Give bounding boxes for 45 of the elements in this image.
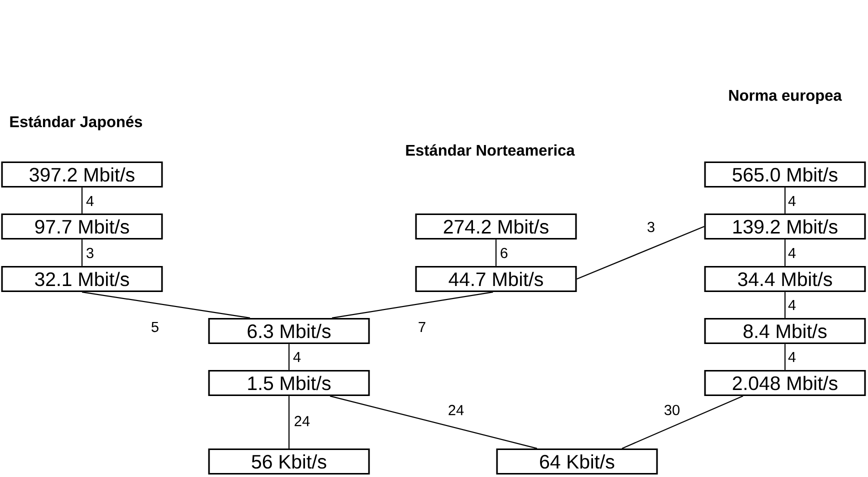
edge-label: 4 [786,247,798,259]
edge-label: 24 [446,404,466,416]
rate-box: 97.7 Mbit/s [1,213,163,240]
edge-label: 5 [150,320,160,334]
rate-box: 8.4 Mbit/s [704,318,866,344]
rate-box: 44.7 Mbit/s [415,266,577,292]
rate-box: 397.2 Mbit/s [1,161,163,188]
column-heading: Estándar Japonés [10,116,142,130]
rate-box: 2.048 Mbit/s [704,370,866,396]
edge-label: 4 [84,195,96,207]
rate-box: 565.0 Mbit/s [704,161,866,188]
connector-line [784,344,786,370]
edge-label: 6 [498,246,510,260]
connector-line [622,396,744,449]
column-heading: Norma europea [729,90,842,104]
edge-label: 4 [786,299,798,311]
rate-box: 64 Kbit/s [496,448,658,475]
column-heading: Estándar Norteamerica [406,144,575,156]
edge-label: 3 [84,246,96,260]
rate-box: 139.2 Mbit/s [704,213,866,240]
connector-line [495,240,497,266]
rate-box: 274.2 Mbit/s [415,213,577,240]
edge-label: 24 [292,414,312,428]
rate-box: 34.4 Mbit/s [704,266,866,292]
connector-line [81,188,83,214]
edge-label: 4 [786,351,798,363]
connector-line [81,240,83,266]
connector-line [784,240,786,266]
edge-label: 4 [786,195,798,207]
rate-box: 32.1 Mbit/s [1,266,163,292]
connector-line [784,188,786,214]
edge-label: 4 [292,351,302,363]
edge-label: 30 [662,404,682,416]
connector-line [288,396,290,448]
edge-label: 3 [646,220,656,234]
connector-line [576,226,704,280]
rate-box: 56 Kbit/s [208,448,370,475]
connector-line [82,292,250,318]
rate-box: 6.3 Mbit/s [208,318,370,344]
rate-box: 1.5 Mbit/s [208,370,370,396]
connector-line [330,396,538,449]
connector-line [784,292,786,318]
connector-line [332,292,494,318]
edge-label: 7 [416,321,428,333]
connector-line [288,344,290,370]
